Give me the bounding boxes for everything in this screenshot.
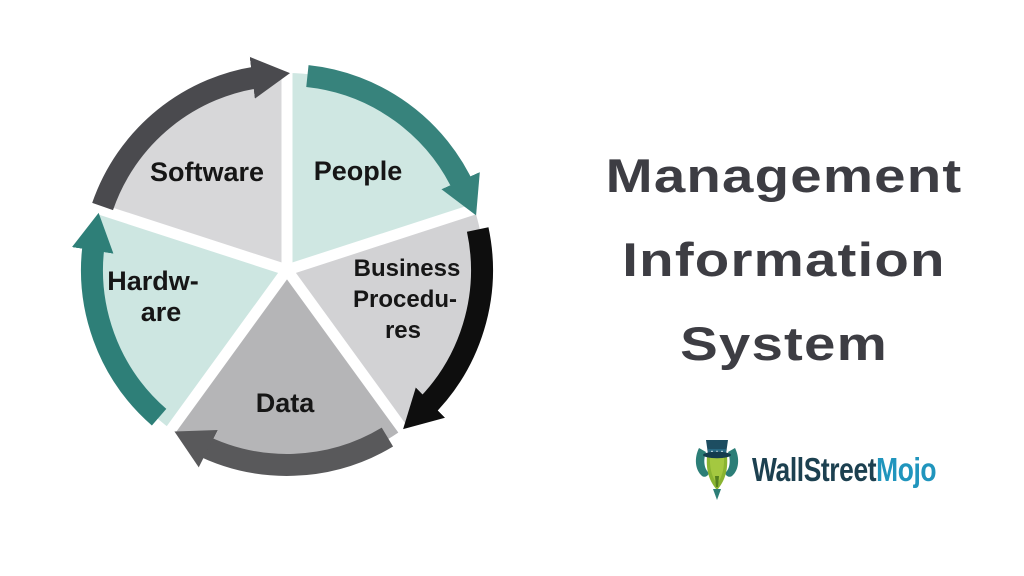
arrow-data-to-hardware [174, 427, 394, 476]
label-business-procedures-line2: Procedu- [353, 286, 457, 313]
page-title: Management Information System [513, 134, 1024, 386]
hat-band-dot [721, 450, 723, 453]
bull-tail [713, 489, 721, 500]
label-people: People [314, 156, 403, 186]
bull-left-horn [695, 448, 709, 477]
label-data: Data [256, 388, 316, 418]
bull-muzzle [715, 476, 719, 487]
segment-hardware-wedge [89, 209, 287, 430]
label-hardware-line1: Hardw- [107, 266, 199, 296]
label-business-procedures-line1: Business [354, 255, 461, 282]
segment-data-wedge [171, 270, 403, 468]
hat-band-dot [711, 450, 713, 453]
brand-text-primary: WallStreet [752, 451, 877, 488]
label-business-procedures-line3: res [385, 317, 421, 344]
arrow-hardware-to-software [71, 212, 167, 426]
label-hardware-line2: are [141, 297, 182, 327]
page-title-line3: System [680, 317, 888, 370]
bull-right-horn [725, 448, 739, 477]
page-title-line2: Information [622, 233, 946, 286]
segment-business-procedures-wedge [287, 209, 485, 430]
arrow-people-to-business-procedures [306, 65, 480, 216]
mis-cycle-diagram: Software People Business Procedu- res Da… [71, 56, 493, 476]
arrow-business-procedures-to-data [403, 227, 493, 430]
cycle-arrows [71, 56, 493, 476]
segment-labels: Software People Business Procedu- res Da… [107, 156, 460, 418]
segment-gaps [92, 67, 482, 438]
arrow-software-to-people [92, 56, 290, 211]
wallstreetmojo-logo: WallStreetMojo [693, 438, 982, 502]
top-hat-brim [703, 451, 731, 459]
page-title-line1: Management [605, 149, 963, 202]
bull-face-highlight [709, 456, 725, 484]
brand-text: WallStreetMojo [752, 451, 937, 489]
brand-text-accent: Mojo [876, 451, 937, 488]
label-software: Software [150, 157, 264, 187]
bull-icon [695, 440, 739, 500]
